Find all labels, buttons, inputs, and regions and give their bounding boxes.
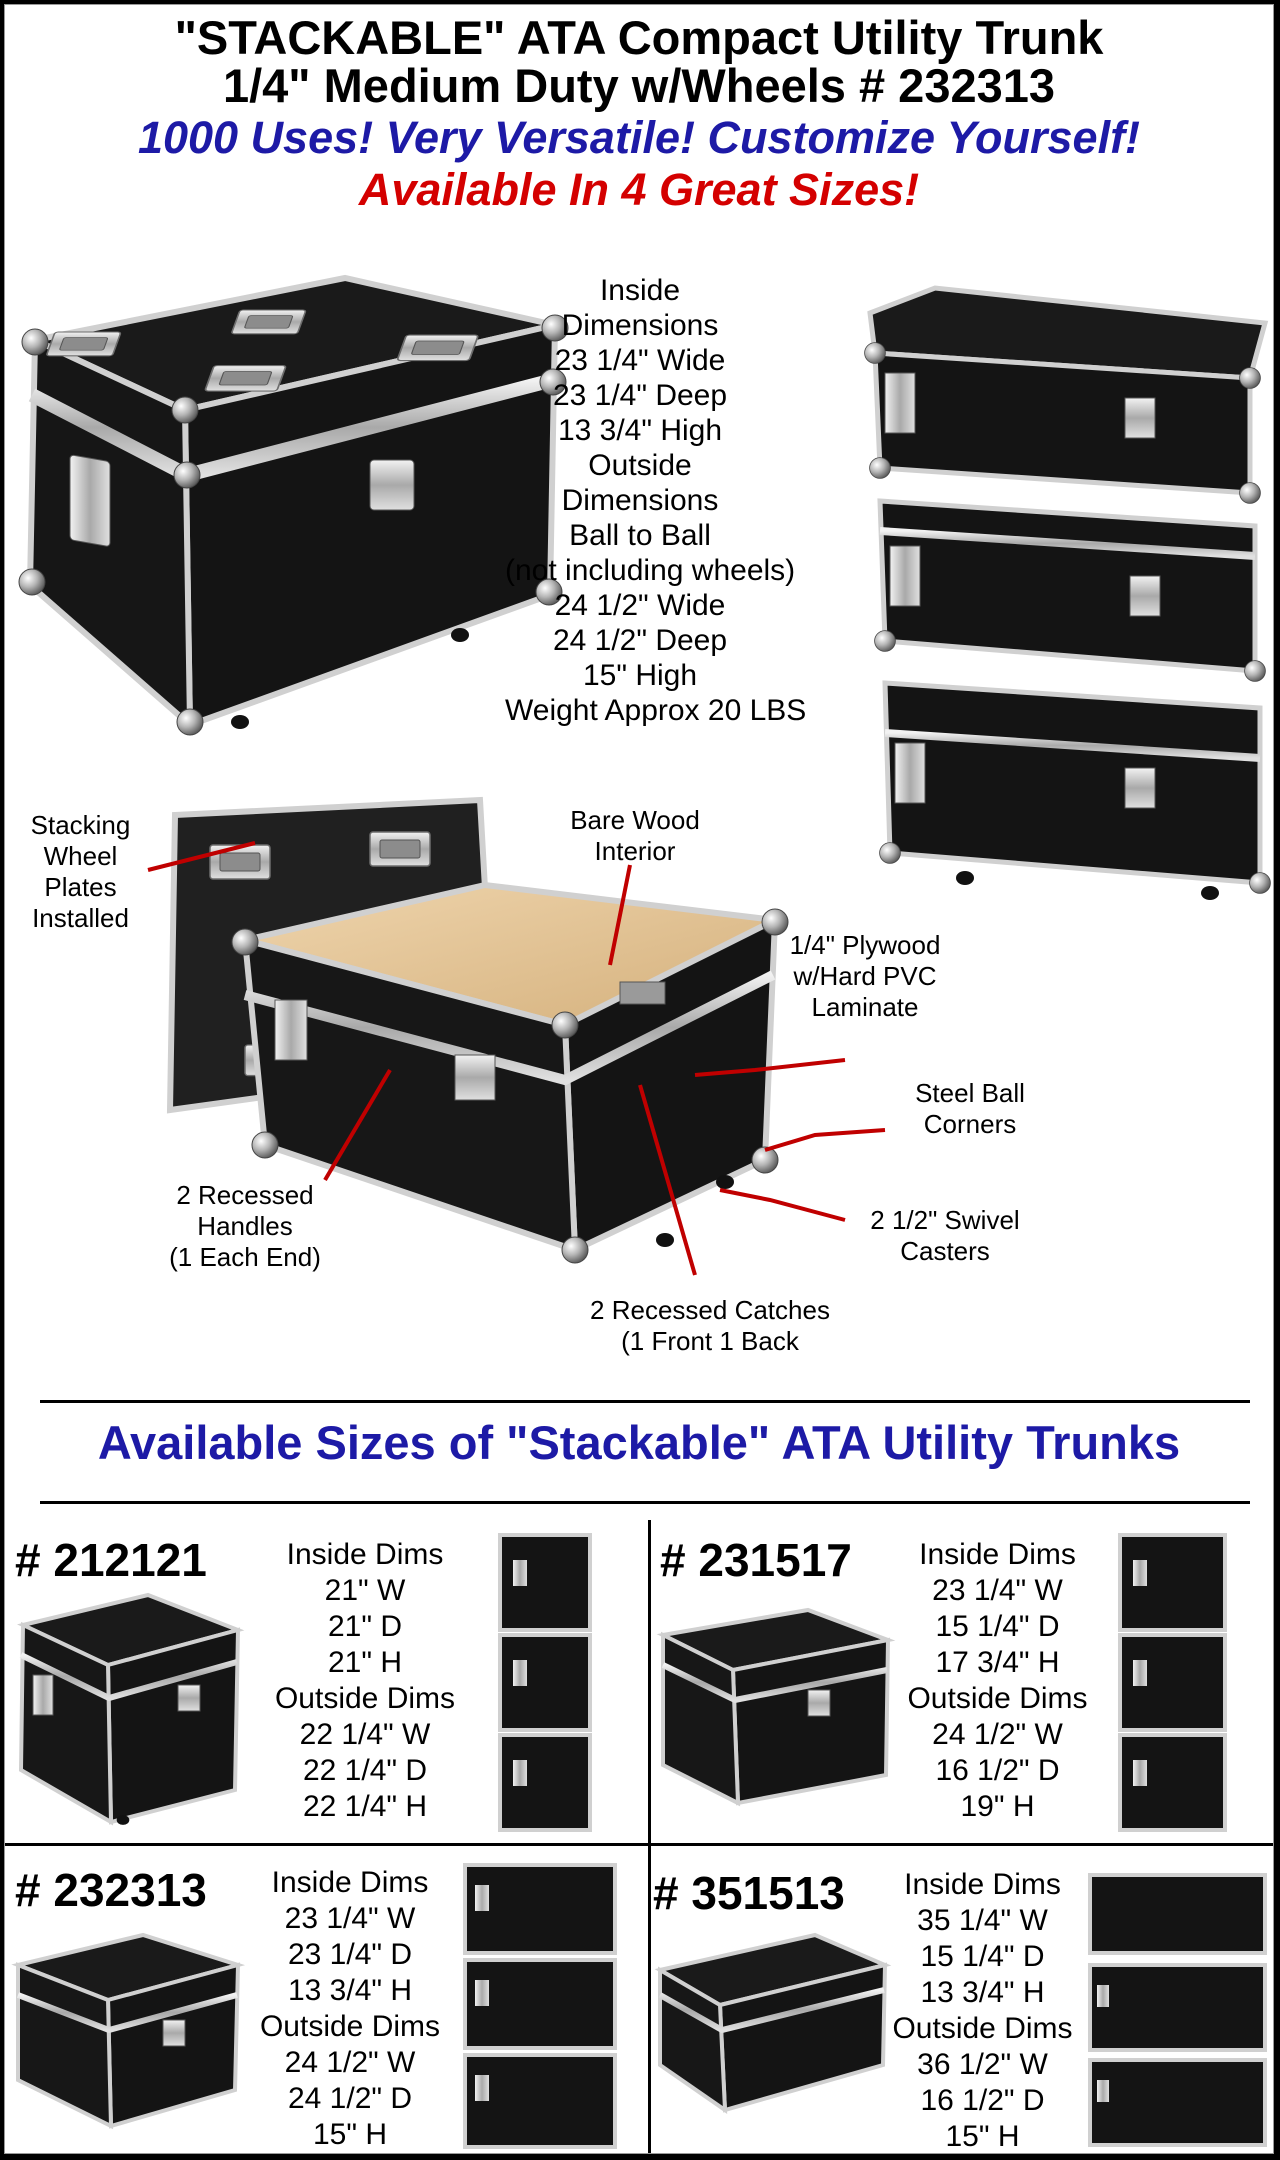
dim-line: 16 1/2" D xyxy=(920,2084,1045,2117)
callout-catches: 2 Recessed Catches (1 Front 1 Back xyxy=(590,1295,830,1356)
dim-line: 15 1/4" D xyxy=(920,1940,1045,1973)
model-231517-trunk-image xyxy=(656,1607,896,1807)
callout-casters: 2 1/2" Swivel Casters xyxy=(870,1205,1020,1266)
dim-line: 16 1/2" D xyxy=(935,1754,1060,1787)
model-351513-stack-image xyxy=(1088,1873,1267,2147)
callout-plywood: 1/4" Plywood w/Hard PVC Laminate xyxy=(789,930,941,1022)
model-351513-trunk-image xyxy=(654,1932,892,2114)
spec-line: Inside xyxy=(599,274,681,307)
model-212121-trunk-image xyxy=(16,1592,245,1826)
model-231517-stack-image xyxy=(1118,1533,1227,1832)
product-sheet: "STACKABLE" ATA Compact Utility Trunk 1/… xyxy=(4,4,1274,2154)
dim-line: Inside Dims xyxy=(904,1868,1061,1901)
model-number: # 232313 xyxy=(15,1864,207,1916)
callout-bare-wood: Bare Wood Interior xyxy=(570,805,700,866)
dim-line: 21" W xyxy=(324,1574,406,1607)
dim-line: 15" H xyxy=(312,2118,388,2151)
stacked-trunks-image xyxy=(864,285,1271,900)
callout-arrows xyxy=(147,841,886,1276)
spec-line: 24 1/2" Wide xyxy=(554,589,726,622)
spec-line: 24 1/2" Deep xyxy=(552,624,728,657)
dim-line: 23 1/4" W xyxy=(284,1902,416,1935)
model-232313-stack-image xyxy=(463,1863,617,2149)
dim-line: 19" H xyxy=(960,1790,1035,1823)
spec-line: 23 1/4" Deep xyxy=(552,379,728,412)
dim-line: Inside Dims xyxy=(919,1538,1076,1571)
dim-line: 15" H xyxy=(945,2120,1020,2153)
callout-handles: 2 Recessed Handles (1 Each End) xyxy=(169,1180,321,1272)
dim-line: 21" H xyxy=(327,1646,403,1679)
spec-line: Weight Approx 20 LBS xyxy=(505,694,807,727)
spec-line: Outside xyxy=(588,449,692,482)
model-212121-stack-image xyxy=(498,1533,592,1832)
model-232313-trunk-image xyxy=(11,1932,246,2130)
sizes-heading: Available Sizes of "Stackable" ATA Utili… xyxy=(97,1416,1181,1469)
model-number: # 351513 xyxy=(653,1867,845,1919)
spec-line: (not including wheels) xyxy=(505,554,796,587)
dim-line: 13 3/4" H xyxy=(920,1976,1045,2009)
dim-line: 21" D xyxy=(327,1610,403,1643)
spec-line: Dimensions xyxy=(561,309,719,342)
dim-line: Outside Dims xyxy=(274,1682,456,1715)
main-specs: Inside Dimensions 23 1/4" Wide 23 1/4" D… xyxy=(505,273,807,728)
dim-line: 23 1/4" W xyxy=(932,1574,1063,1607)
spec-line: 23 1/4" Wide xyxy=(554,344,726,377)
availability-note: Available In 4 Great Sizes! xyxy=(358,164,920,215)
open-trunk-image xyxy=(166,796,789,1264)
dim-line: 22 1/4" D xyxy=(302,1754,428,1787)
dim-line: 24 1/2" W xyxy=(284,2046,416,2079)
model-231517-dims: Inside Dims 23 1/4" W 15 1/4" D 17 3/4" … xyxy=(885,1537,1110,1825)
dim-line: 24 1/2" D xyxy=(287,2082,413,2115)
dim-line: Outside Dims xyxy=(907,1682,1088,1715)
spec-line: Ball to Ball xyxy=(569,519,711,552)
dim-line: Outside Dims xyxy=(892,2012,1073,2045)
dim-line: 23 1/4" D xyxy=(287,1938,413,1971)
main-trunk-image xyxy=(18,274,569,736)
dim-line: 22 1/4" H xyxy=(302,1790,428,1823)
dim-line: Outside Dims xyxy=(259,2010,441,2043)
model-number: # 231517 xyxy=(660,1534,852,1586)
dim-line: 13 3/4" H xyxy=(287,1974,413,2007)
tagline: 1000 Uses! Very Versatile! Customize You… xyxy=(137,112,1141,163)
spec-line: Dimensions xyxy=(561,484,719,517)
dim-line: 36 1/2" W xyxy=(917,2048,1048,2081)
page-subtitle: 1/4" Medium Duty w/Wheels # 232313 xyxy=(222,59,1056,112)
model-212121-dims: Inside Dims 21" W 21" D 21" H Outside Di… xyxy=(255,1537,475,1825)
divider-bottom xyxy=(40,1501,1250,1504)
spec-line: 15" High xyxy=(582,659,698,692)
grid-divider-vertical xyxy=(648,1520,651,2153)
callout-steel-corners: Steel Ball Corners xyxy=(915,1078,1025,1139)
model-232313-dims: Inside Dims 23 1/4" W 23 1/4" D 13 3/4" … xyxy=(240,1865,460,2153)
model-number: # 212121 xyxy=(15,1534,207,1586)
dim-line: 22 1/4" W xyxy=(299,1718,431,1751)
callout-stacking-plates: Stacking Wheel Plates Installed xyxy=(30,810,131,933)
page-title: "STACKABLE" ATA Compact Utility Trunk xyxy=(174,11,1104,64)
spec-line: 13 3/4" High xyxy=(557,414,723,447)
dim-line: Inside Dims xyxy=(286,1538,444,1571)
dim-line: 24 1/2" W xyxy=(932,1718,1063,1751)
dim-line: 17 3/4" H xyxy=(935,1646,1060,1679)
dim-line: 35 1/4" W xyxy=(917,1904,1048,1937)
dim-line: 15 1/4" D xyxy=(935,1610,1060,1643)
dim-line: Inside Dims xyxy=(271,1866,429,1899)
divider-top xyxy=(40,1400,1250,1403)
grid-divider-horizontal xyxy=(5,1843,1273,1846)
model-351513-dims: Inside Dims 35 1/4" W 15 1/4" D 13 3/4" … xyxy=(875,1867,1090,2153)
